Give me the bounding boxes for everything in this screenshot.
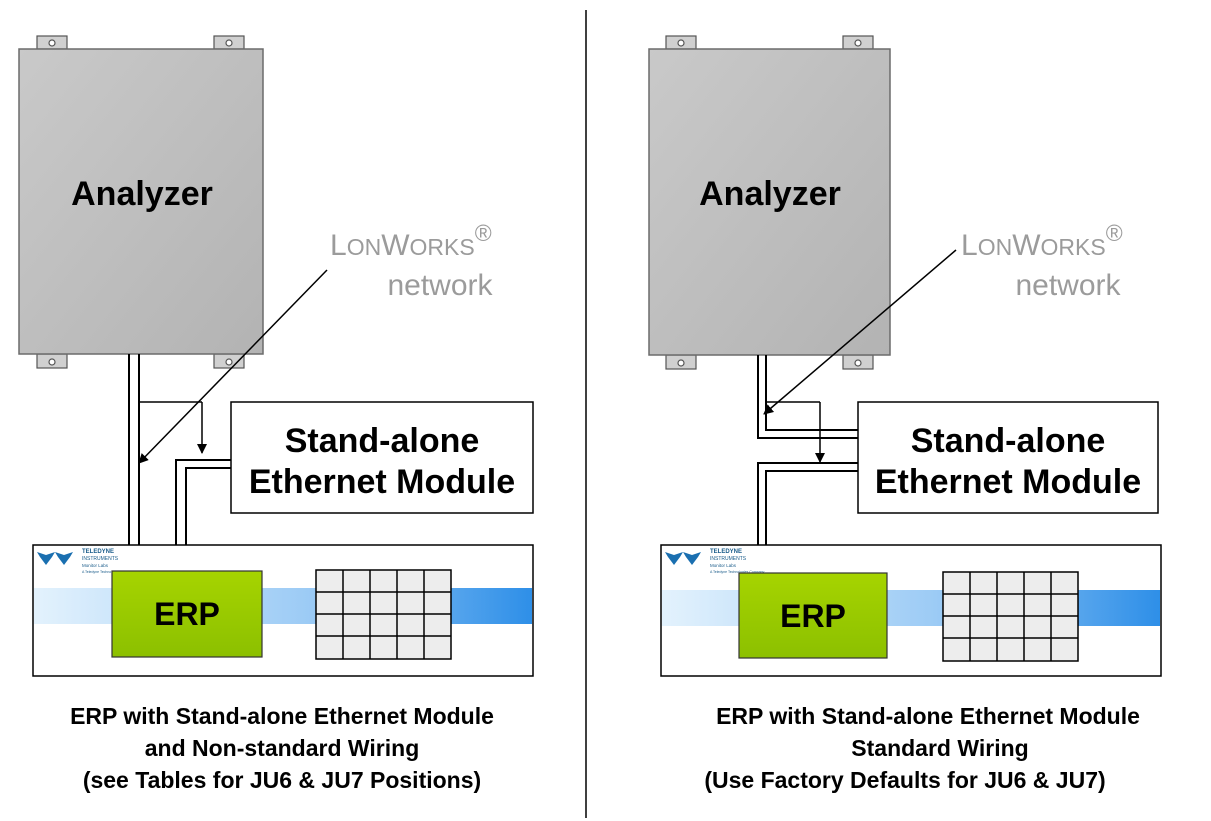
left-erp-panel: TELEDYNE INSTRUMENTS Monitor Labs A Tele… (32, 544, 534, 677)
right-erp-label: ERP (780, 598, 846, 634)
left-ethernet-module-box (230, 401, 534, 514)
svg-text:TELEDYNE: TELEDYNE (710, 549, 742, 555)
right-ethernet-module-line2: Ethernet Module (875, 463, 1141, 501)
right-analyzer-mounting-tabs (665, 35, 874, 370)
right-erp-panel: TELEDYNE INSTRUMENTS Monitor Labs A Tele… (660, 544, 1162, 677)
right-network-label: network (1015, 269, 1121, 302)
right-caption-line1: ERP with Stand-alone Ethernet Module (716, 703, 1140, 729)
right-ethernet-module-box (857, 401, 1159, 514)
right-teledyne-logo-icon: TELEDYNE INSTRUMENTS Monitor Labs A Tele… (665, 549, 765, 574)
left-network-cable (128, 354, 140, 545)
right-caption-line3: (Use Factory Defaults for JU6 & JU7) (704, 767, 1105, 793)
left-caption-line1: ERP with Stand-alone Ethernet Module (70, 703, 494, 729)
left-ethernet-cable (175, 459, 231, 545)
svg-text:Monitor Labs: Monitor Labs (710, 563, 737, 568)
svg-text:INSTRUMENTS: INSTRUMENTS (82, 556, 119, 562)
right-lonworks-pointer (763, 249, 957, 415)
right-erp-box (738, 572, 888, 659)
left-erp-band (34, 588, 532, 624)
left-panel: Analyzer LONWORKS® network Stand-alone E… (18, 35, 534, 793)
right-analyzer-box (648, 48, 891, 356)
svg-text:A Teledyne Technologies Compan: A Teledyne Technologies Company (710, 570, 765, 574)
left-erp-box (111, 570, 263, 658)
left-teledyne-logo-icon: TELEDYNE INSTRUMENTS Monitor Labs A Tele… (37, 549, 137, 574)
right-analyzer-label: Analyzer (699, 175, 841, 213)
right-ethernet-cable (757, 462, 858, 545)
left-analyzer-box (18, 48, 264, 355)
left-lonworks-label: LONWORKS® (330, 220, 492, 262)
left-caption-line2: and Non-standard Wiring (145, 735, 420, 761)
right-erp-band (662, 590, 1160, 626)
right-network-cable (757, 355, 858, 439)
left-erp-grid (315, 569, 452, 660)
left-ethernet-module-line1: Stand-alone (285, 422, 480, 460)
svg-text:INSTRUMENTS: INSTRUMENTS (710, 556, 747, 562)
right-erp-grid (942, 571, 1079, 662)
left-caption-line3: (see Tables for JU6 & JU7 Positions) (83, 767, 481, 793)
right-caption-line2: Standard Wiring (851, 735, 1028, 761)
svg-text:TELEDYNE: TELEDYNE (82, 549, 114, 555)
svg-text:A Teledyne Technologies Compan: A Teledyne Technologies Company (82, 570, 137, 574)
left-erp-label: ERP (154, 596, 220, 632)
left-ethernet-module-line2: Ethernet Module (249, 463, 515, 501)
left-lonworks-pointer (138, 269, 328, 464)
left-analyzer-label: Analyzer (71, 175, 213, 213)
right-lonworks-label: LONWORKS® (961, 220, 1123, 262)
right-panel: Analyzer LONWORKS® network Stand-alone E… (648, 35, 1162, 793)
svg-text:Monitor Labs: Monitor Labs (82, 563, 109, 568)
right-ethernet-module-line1: Stand-alone (911, 422, 1106, 460)
left-network-label: network (387, 269, 493, 302)
